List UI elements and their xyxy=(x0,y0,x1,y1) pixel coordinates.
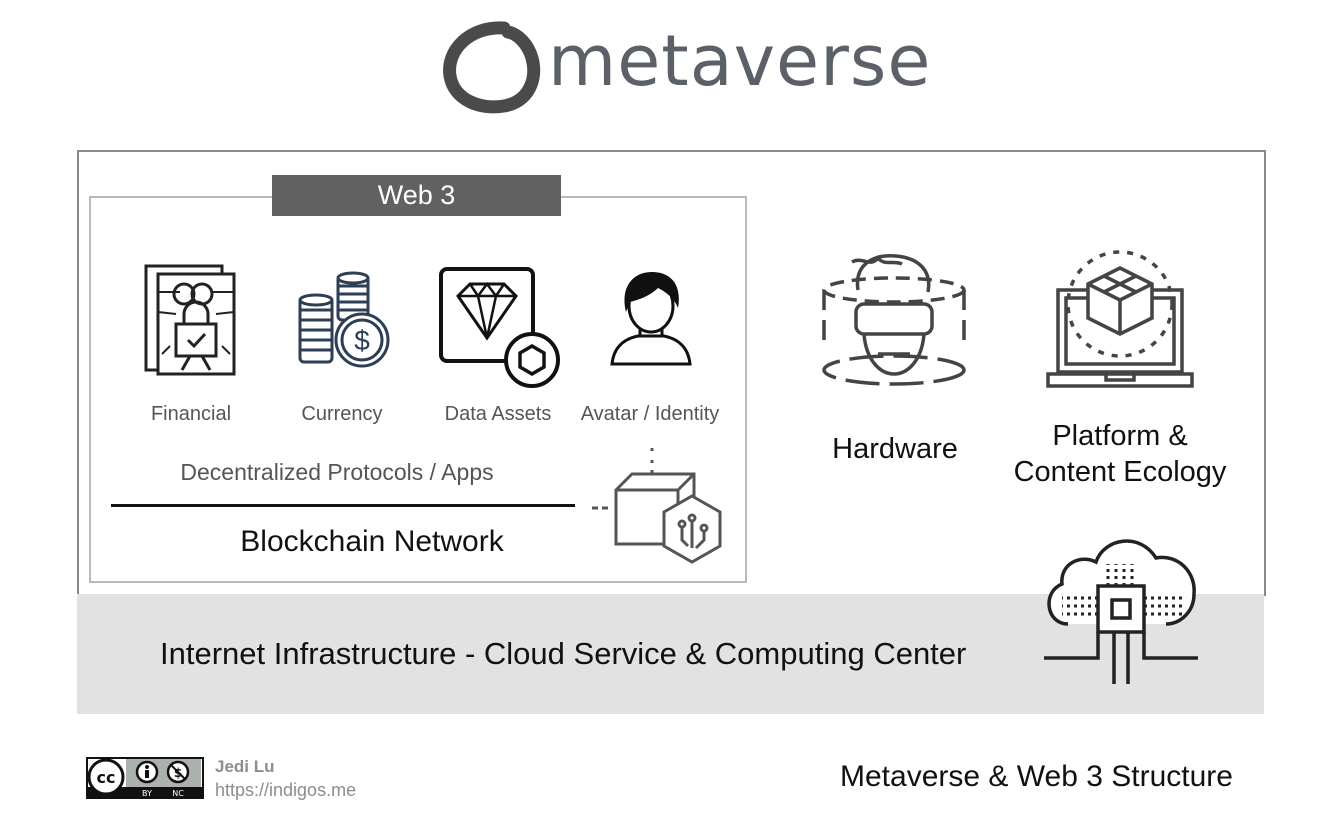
cc-license-badge: cc $ BY NC xyxy=(86,757,204,799)
cloud-chip-icon xyxy=(1044,539,1198,684)
svg-text:$: $ xyxy=(354,325,370,356)
currency-label: Currency xyxy=(301,403,383,425)
blockchain-label: Blockchain Network xyxy=(240,525,504,558)
svg-text:$: $ xyxy=(174,766,182,780)
avatar-identity-label: Avatar / Identity xyxy=(580,403,720,425)
logo-wordmark: metaverse xyxy=(548,20,932,102)
diamond-token-icon xyxy=(439,267,560,388)
platform-label-line2: Content Ecology xyxy=(1013,456,1227,488)
ring-logo-icon xyxy=(443,21,541,114)
author-site-link[interactable]: https://indigos.me xyxy=(215,780,357,800)
author-name: Jedi Lu xyxy=(215,757,275,776)
protocol-divider xyxy=(111,504,575,507)
cc-mark: cc xyxy=(97,768,116,787)
metaverse-logo xyxy=(443,21,541,114)
platform-label-line1: Platform & xyxy=(1052,420,1188,452)
cc-nc-text: NC xyxy=(172,789,184,798)
diagram-title: Metaverse & Web 3 Structure xyxy=(840,760,1233,793)
infrastructure-label: Internet Infrastructure - Cloud Service … xyxy=(160,636,967,671)
cc-by-text: BY xyxy=(142,789,152,798)
data-assets-label: Data Assets xyxy=(444,403,552,425)
laptop-cube-icon xyxy=(1046,250,1194,388)
coin-stacks-icon: $ xyxy=(298,271,390,368)
person-avatar-icon xyxy=(610,272,692,366)
web3-title: Web 3 xyxy=(272,175,561,216)
hardware-label: Hardware xyxy=(832,433,958,465)
blockchain-cube-icon xyxy=(592,448,722,564)
vr-headset-icon xyxy=(822,254,966,386)
protocols-label: Decentralized Protocols / Apps xyxy=(180,459,494,485)
contract-lock-icon xyxy=(144,264,236,376)
platform-label: Platform & Content Ecology xyxy=(990,418,1250,490)
financial-label: Financial xyxy=(150,403,232,425)
